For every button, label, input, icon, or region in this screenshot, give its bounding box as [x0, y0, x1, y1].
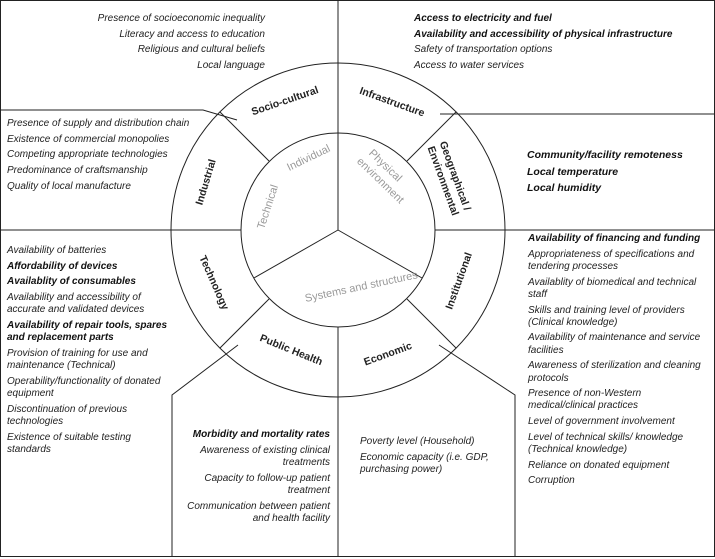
factor-item: Availability of batteries	[7, 245, 107, 256]
factor-item: Availability of maintenance and service …	[528, 332, 701, 356]
ring-label-public-health: Public Health	[258, 332, 324, 368]
factor-item: Level of government involvement	[528, 416, 675, 428]
factor-item: Provision of training for use and mainte…	[7, 347, 148, 372]
factor-item: Capacity to follow-up patient treatment	[204, 472, 330, 496]
factor-item: Availability and accessibility of accura…	[7, 292, 145, 316]
factor-item: Availablity of consumables	[7, 276, 136, 288]
inner-label-technical: Technical	[255, 183, 281, 230]
factor-item: Appropriateness of specifications and te…	[528, 248, 695, 272]
inner-divider-left	[253, 229, 339, 279]
factor-item: Presence of non-Western medical/clinical…	[528, 388, 642, 412]
inner-label-individual: Individual	[285, 143, 332, 174]
box-economic: Poverty level (Household) Economic capaci…	[360, 436, 500, 480]
factor-item: Predominance of craftsmanship	[7, 165, 148, 177]
factor-item: Level of technical skills/ knowledge (Te…	[528, 431, 684, 456]
factor-item: Literacy and access to education	[119, 28, 265, 40]
factor-item: Quality of local manufacture	[7, 180, 131, 192]
factor-item: Awareness of sterilization and cleaning …	[528, 360, 701, 384]
divider-bottom-right	[438, 344, 516, 557]
factor-item: Poverty level (Household)	[360, 436, 475, 447]
factor-item: Operability/functionality of donated equ…	[7, 375, 161, 400]
ring-divider-6	[219, 298, 270, 349]
factor-item: Discontinuation of previous technologies	[7, 403, 128, 427]
factor-item: Presence of supply and distribution chai…	[7, 118, 190, 129]
factor-item: Availablity of biomedical and technical …	[528, 276, 697, 300]
factor-item: Economic capacity (i.e. GDP, purchasing …	[360, 451, 489, 475]
ring-label-infrastructure: Infrastructure	[358, 85, 426, 120]
divider-left-upper	[1, 109, 238, 121]
factor-item: Presence of socioeconomic inequality	[97, 13, 265, 24]
factor-item: Safety of transportation options	[414, 44, 553, 56]
factor-item: Availability of financing and funding	[528, 233, 701, 244]
box-industrial: Presence of supply and distribution chai…	[7, 118, 207, 197]
ring-label-socio-cultural: Socio-cultural	[250, 84, 320, 118]
factor-item: Competing appropriate technologies	[7, 149, 168, 161]
factor-item: Corruption	[528, 475, 575, 487]
divider-bottom-left	[171, 344, 239, 557]
ring-divider-2	[406, 111, 457, 162]
factor-item: Access to water services	[414, 60, 525, 72]
factor-item: Existence of commercial monopolies	[7, 133, 170, 145]
inner-divider-right	[337, 229, 423, 279]
ring-label-economic: Economic	[362, 340, 413, 368]
ring-divider-8	[219, 111, 270, 162]
ring-divider-4	[406, 298, 457, 349]
ring-label-technology: Technology	[196, 254, 231, 312]
factor-item: Morbidity and mortality rates	[192, 429, 330, 440]
factor-item: Availability and accessibility of physic…	[414, 28, 673, 40]
factor-item: Reliance on donated equipment	[528, 459, 670, 471]
factor-item: Local language	[197, 60, 265, 72]
factor-item: Access to electricity and fuel	[414, 13, 552, 24]
factor-item: Skills and training level of providers (…	[528, 304, 685, 328]
factor-item: Awareness of existing clinical treatment…	[200, 444, 330, 468]
factor-item: Existence of suitable testing standards	[7, 431, 131, 455]
factor-item: Religious and cultural beliefs	[137, 44, 265, 56]
factor-item: Community/facility remoteness	[527, 149, 683, 161]
inner-label-systems-structures: Systems and structures	[304, 269, 419, 305]
factor-item: Local humidity	[527, 182, 602, 194]
factor-item: Communication between patient and health…	[187, 500, 330, 524]
factor-item: Availability of repair tools, spares and…	[7, 320, 168, 344]
factor-item: Local temperature	[527, 165, 619, 178]
factor-item: Affordability of devices	[7, 260, 118, 272]
ring-label-institutional: Institutional	[443, 251, 475, 311]
